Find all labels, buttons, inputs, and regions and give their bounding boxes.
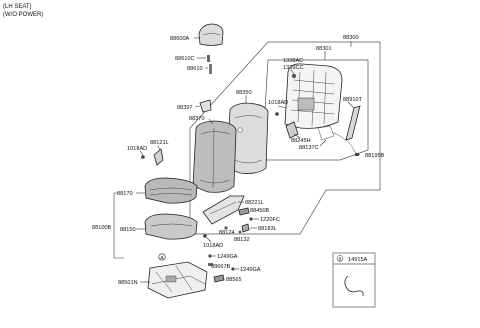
- label-88450B: 88450B: [250, 208, 270, 214]
- screw-1018AD-right-leader: [277, 105, 287, 109]
- back-frame: [284, 63, 343, 129]
- cable-end-88195B: [355, 153, 359, 156]
- label-88245H: 88245H: [291, 138, 311, 144]
- cushion-cover: [144, 177, 198, 204]
- screw-88124: [224, 226, 228, 230]
- shield-88121L: [153, 148, 164, 166]
- bracket-88137C: [317, 125, 335, 141]
- trim-88397: [199, 99, 212, 113]
- label-1018AD-left: 1018AD: [127, 146, 147, 152]
- back-frame-springs: [290, 79, 335, 115]
- label-1249GA-a: 1249GA: [217, 254, 238, 260]
- clip-1220FC: [249, 217, 253, 221]
- callout-marker-a-text: a: [160, 255, 164, 261]
- label-88132: 88132: [234, 237, 250, 243]
- screw-1018AD-bottom: [203, 234, 207, 238]
- back-cover-leader: [208, 118, 214, 125]
- label-88910T: 88910T: [343, 97, 363, 103]
- back-frame-recliner: [297, 97, 315, 111]
- headrest-guide-88610: [209, 64, 212, 74]
- label-88124: 88124: [219, 230, 235, 236]
- part-88565: [213, 274, 225, 283]
- label-1339CC: 1339CC: [283, 65, 304, 71]
- label-88301: 88301: [316, 46, 332, 52]
- label-88195B: 88195B: [365, 153, 385, 159]
- cushion-cover-seams: [149, 187, 193, 196]
- callout-marker-a: [158, 253, 166, 261]
- trim-88397-leader: [194, 105, 201, 108]
- seat-track-motor: [165, 275, 177, 283]
- label-88170: 88170: [117, 191, 133, 197]
- bolt-1249GA-a: [208, 254, 212, 258]
- label-88370: 88370: [189, 116, 205, 122]
- label-1249GA-b: 1249GA: [240, 267, 261, 273]
- label-88667B: 88667B: [211, 264, 231, 270]
- label-88137C: 88137C: [299, 145, 319, 151]
- label-88610C: 88610C: [175, 56, 195, 62]
- lever-leader: [293, 133, 301, 139]
- label-88600A: 88600A: [170, 36, 190, 42]
- cable-88195B: [331, 131, 361, 155]
- callout-box: [332, 252, 376, 308]
- lumbar-support: [345, 105, 361, 141]
- callout-box-marker-text: a: [338, 257, 342, 263]
- label-1018AD-bottom: 1018AD: [203, 243, 223, 249]
- backrest-assembly-box: [189, 41, 381, 235]
- header-line-1: (LH SEAT): [3, 4, 32, 10]
- side-shield-88221L: [202, 195, 245, 225]
- back-foam-marker: [237, 127, 243, 133]
- label-88100B: 88100B: [92, 225, 112, 231]
- label-88565: 88565: [226, 277, 242, 283]
- cushion-foam: [144, 213, 198, 240]
- screw-1018AD-right: [275, 112, 279, 116]
- back-foam: [226, 102, 269, 174]
- headrest: [198, 23, 224, 46]
- cushion-group-bracket: [113, 192, 124, 259]
- shield-88121L-leader: [157, 145, 161, 151]
- side-shield-ridge: [209, 201, 237, 215]
- label-1338AC: 1338AC: [283, 58, 303, 64]
- bolt-1338AC: [291, 73, 297, 79]
- seat-track-assembly: [147, 261, 208, 299]
- screw-88132: [238, 230, 242, 234]
- label-88350: 88350: [236, 90, 252, 96]
- knob-88450B: [238, 207, 250, 216]
- screw-1018AD-bottom-leader: [206, 237, 212, 243]
- header-line-2: (W/O POWER): [3, 12, 43, 18]
- bracket-leader: [319, 139, 327, 147]
- cover-88183L: [241, 223, 250, 233]
- callout-part-number: 14915A: [348, 257, 368, 263]
- back-cover-seams: [199, 127, 231, 189]
- part-88667B: [208, 263, 213, 266]
- cushion-foam-contour: [150, 223, 193, 227]
- label-88501N: 88501N: [118, 280, 138, 286]
- lever-88245H: [285, 121, 299, 139]
- bolt-leader: [290, 69, 295, 75]
- screw-1018AD-left-leader: [139, 150, 144, 156]
- label-88397: 88397: [177, 105, 193, 111]
- headrest-guide-88610C: [207, 55, 210, 62]
- label-88183L: 88183L: [258, 226, 277, 232]
- label-1220FC: 1220FC: [260, 217, 280, 223]
- lumbar-leader: [347, 101, 355, 109]
- wire-clip-14915A: [344, 275, 364, 297]
- label-1018AD-right: 1018AD: [268, 100, 288, 106]
- label-88121L: 88121L: [150, 140, 169, 146]
- headrest-seam: [202, 33, 221, 36]
- back-foam-contours: [233, 115, 263, 164]
- label-88150: 88150: [120, 227, 136, 233]
- label-88610: 88610: [187, 66, 203, 72]
- seat-track-rails: [151, 265, 206, 293]
- back-cover: [192, 120, 237, 193]
- label-88221L: 88221L: [245, 200, 264, 206]
- bolt-1249GA-b: [231, 267, 235, 271]
- screw-1018AD-left: [141, 155, 145, 159]
- callout-box-marker: [336, 255, 344, 262]
- label-88300: 88300: [343, 35, 359, 41]
